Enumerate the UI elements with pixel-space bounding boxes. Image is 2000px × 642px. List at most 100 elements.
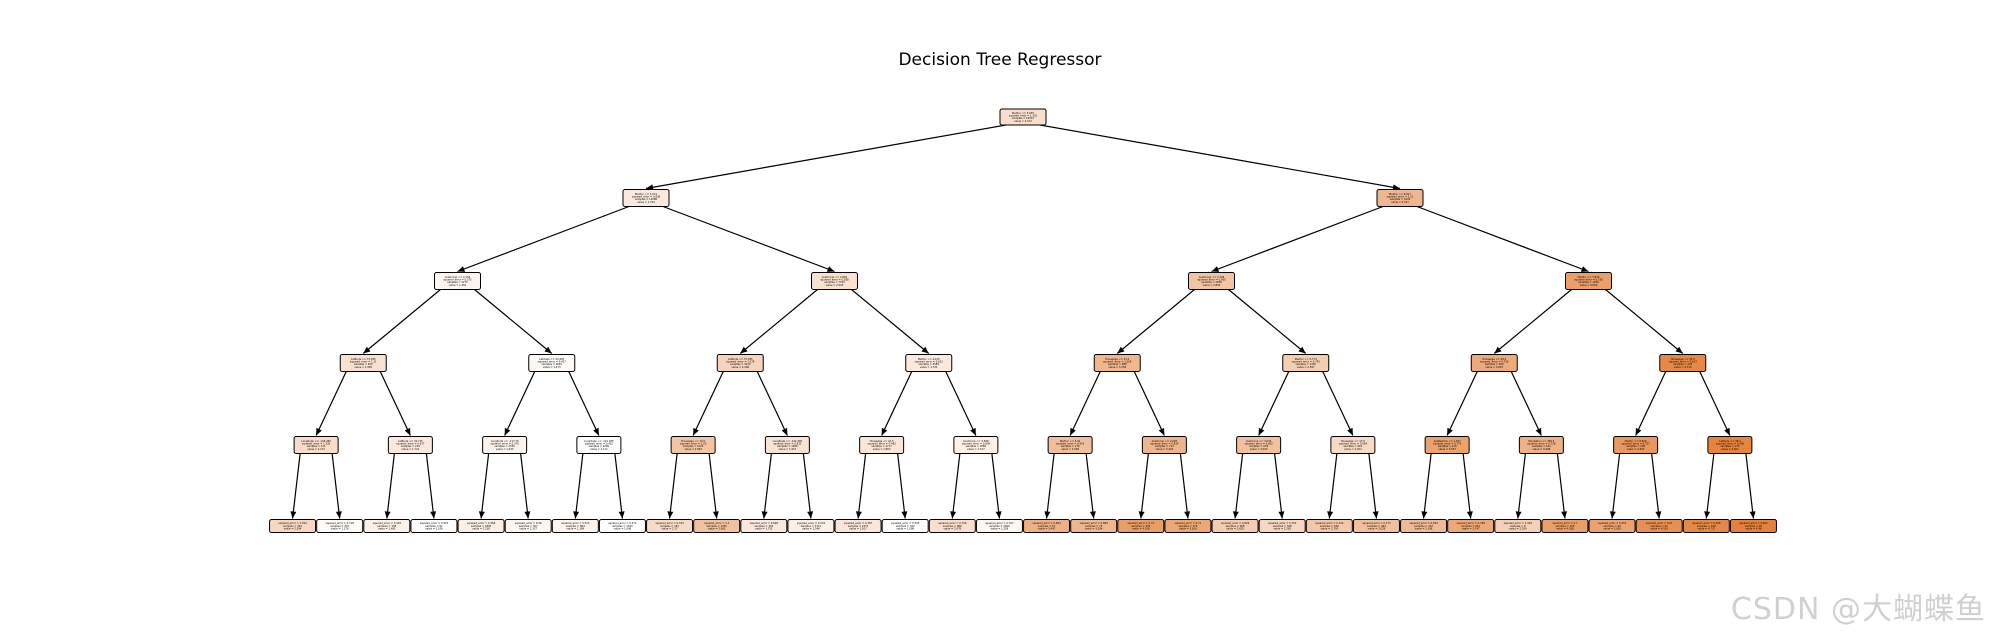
tree-node-label: AveOccup <= 3.034: [1246, 439, 1272, 443]
tree-edge: [897, 453, 906, 519]
tree-node-label: samples = 767: [519, 524, 538, 528]
tree-edge-arrowhead: [1535, 427, 1542, 436]
tree-edge: [1228, 289, 1307, 354]
tree-node-label: squared_error = 0.433: [420, 521, 449, 525]
tree-node-label: samples = 136: [1556, 524, 1575, 528]
tree-edge: [1611, 453, 1621, 519]
tree-node-label: samples = 439: [1131, 524, 1150, 528]
tree-node-label: value = 1.517: [967, 447, 985, 451]
tree-edge-arrowhead: [1211, 266, 1220, 272]
tree-node-box: [1400, 519, 1448, 533]
tree-edge-arrowhead: [1655, 511, 1662, 519]
tree-edge: [1705, 453, 1715, 519]
tree-node-label: squared_error = 0.753: [1268, 521, 1297, 525]
tree-node-label: samples = 302: [754, 524, 773, 528]
tree-node-box: [387, 436, 433, 454]
tree-node-label: squared_error = 0.759: [1480, 360, 1509, 364]
tree-node-label: squared_error = 1.03: [680, 442, 707, 446]
tree-node-label: MedInc <= 5.035: [1012, 111, 1034, 115]
tree-node-label: value = 2.283: [1273, 527, 1291, 531]
tree-node-box: [1188, 272, 1235, 290]
tree-node-box: [716, 354, 764, 372]
tree-edge: [331, 453, 341, 519]
tree-edge-arrowhead: [290, 511, 297, 519]
tree-node-label: value = 1.751: [755, 527, 773, 531]
tree-edge-arrowhead: [950, 511, 957, 519]
tree-node-label: samples = 464: [1367, 524, 1386, 528]
tree-node-label: squared_error = 1.335: [302, 442, 331, 446]
tree-edge-arrowhead: [618, 511, 625, 519]
tree-edge-arrowhead: [1372, 511, 1379, 519]
tree-node-label: value = 1.863: [873, 447, 891, 451]
tree-node-box: [1659, 354, 1707, 372]
tree-edge-arrowhead: [1278, 511, 1285, 519]
tree-node-label: samples = 1163: [612, 524, 633, 528]
tree-node-label: MedInc <= 4.125: [918, 357, 940, 361]
tree-edge: [574, 453, 584, 519]
tree-node-label: samples = 62: [1651, 524, 1669, 528]
tree-edge: [379, 371, 411, 436]
tree-node-label: squared_error = 0.677: [396, 442, 425, 446]
tree-node-label: value = 1.317: [519, 527, 537, 531]
tree-node-box: [1023, 519, 1071, 533]
tree-edge: [1211, 205, 1384, 273]
tree-node-label: value = 3.338: [1108, 365, 1126, 369]
tree-node-label: value = 1.098: [896, 527, 914, 531]
tree-edge-arrowhead: [1704, 511, 1711, 519]
tree-edge-arrowhead: [1138, 511, 1145, 519]
tree-edge: [1045, 453, 1055, 519]
tree-node-label: value = 1.046: [614, 527, 632, 531]
tree-node-label: Latitude <= 34.715: [398, 439, 423, 443]
tree-edge: [362, 289, 441, 354]
tree-node-label: Latitude <= 37.935: [351, 357, 376, 361]
tree-node-box: [1565, 272, 1612, 290]
tree-edge: [425, 453, 435, 519]
tree-node-label: value = 1.538: [472, 527, 490, 531]
tree-node-label: value = 1.741: [402, 447, 420, 451]
tree-edge: [474, 289, 553, 354]
tree-edge-arrowhead: [1184, 511, 1191, 519]
tree-edge-arrowhead: [1258, 427, 1265, 436]
tree-node-label: samples = 26: [1745, 524, 1763, 528]
tree-node-label: samples = 102: [1414, 524, 1433, 528]
tree-node-label: squared_error = 1.22: [1387, 195, 1414, 199]
tree-edge-arrowhead: [1232, 511, 1239, 519]
tree-node-label: samples = 288: [1226, 524, 1245, 528]
tree-node-label: squared_error = 0.471: [608, 521, 637, 525]
tree-edge: [708, 453, 718, 519]
tree-node-box: [1541, 519, 1589, 533]
tree-node-label: samples = 198: [1697, 524, 1716, 528]
tree-node-label: squared_error = 0.71: [1175, 521, 1202, 525]
tree-node-label: samples = 712: [1155, 444, 1174, 448]
tree-node-box: [670, 436, 716, 454]
tree-node-label: squared_error = 1.418: [1504, 521, 1533, 525]
tree-node-label: samples = 884: [566, 524, 585, 528]
tree-node-label: value = 1.481: [378, 527, 396, 531]
tree-edge-arrowhead: [881, 427, 888, 436]
tree-edge-arrowhead: [1447, 427, 1453, 436]
tree-node-label: value = 3.028: [1368, 527, 1386, 531]
tree-node-label: value = 2.072: [1014, 119, 1032, 123]
tree-edge: [1605, 289, 1684, 354]
tree-node-label: samples = 16512: [1012, 116, 1034, 120]
tree-node-box: [1352, 519, 1400, 533]
tree-node-label: samples = 661: [1343, 444, 1362, 448]
tree-edge: [1039, 124, 1401, 190]
tree-node-box: [740, 519, 788, 533]
tree-node-box: [1707, 436, 1753, 454]
tree-node-label: value = 1.273: [543, 365, 561, 369]
tree-node-label: samples = 344: [283, 524, 302, 528]
tree-node-box: [1588, 519, 1636, 533]
